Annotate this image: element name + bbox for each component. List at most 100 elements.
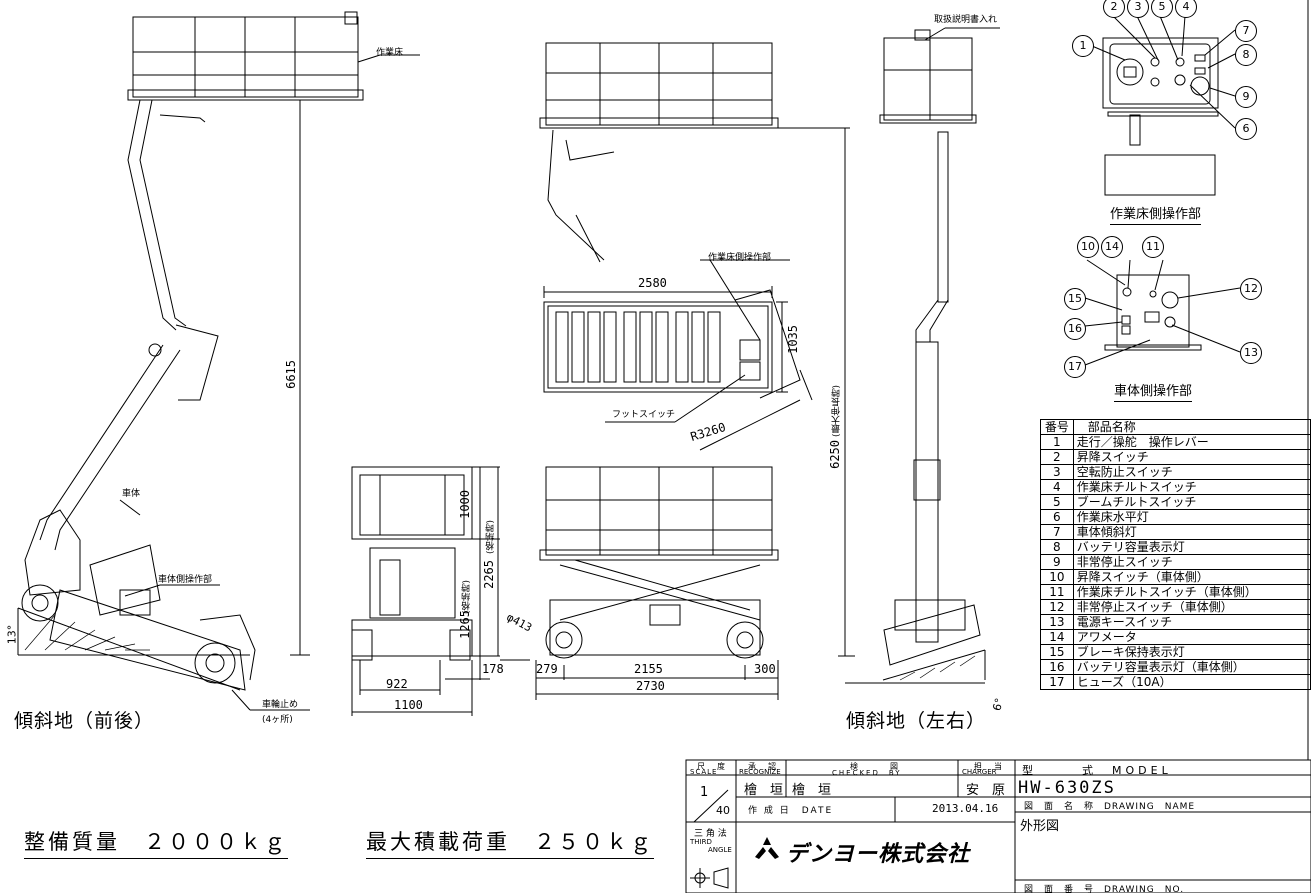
part-name: バッテリ容量表示灯（車体側） (1072, 659, 1311, 675)
drawing-name-value: 外形図 (1020, 819, 1060, 834)
dim-1265: 1265 (458, 610, 472, 639)
recognize-label-en: RECOGNIZE (739, 768, 781, 776)
part-no: 11 (1040, 584, 1074, 600)
part-no: 14 (1040, 629, 1074, 645)
date-value: 2013.04.16 (932, 802, 999, 815)
side-slope-label: 傾斜地（左右） (846, 710, 987, 732)
dim-1265-note: (格納時) (462, 580, 472, 615)
callout-16: 16 (1064, 318, 1086, 340)
front-view-platform (127, 11, 364, 101)
dim-2265-note: (格納時) (486, 520, 496, 555)
part-no: 7 (1040, 524, 1074, 540)
part-no: 15 (1040, 644, 1074, 660)
wheel-chock-qty: (4ヶ所) (262, 715, 293, 725)
parts-header-no: 番号 (1040, 419, 1074, 435)
projection-en2: ANGLE (708, 846, 732, 854)
recognize-name: 檜 垣 (744, 783, 784, 798)
chassis-panel-title: 車体側操作部 (1114, 380, 1193, 402)
drawing-name-label: 図 面 名 称 DRAWING NAME (1024, 802, 1196, 812)
charger-label: 担 当 (974, 762, 1004, 771)
part-name: 昇降スイッチ（車体側） (1072, 569, 1311, 585)
chassis-panel-drawing (1084, 259, 1241, 366)
callout-6: 6 (1235, 118, 1257, 140)
wheel-chock-label: 車輪止め (262, 700, 299, 710)
checked-label: 検 図 (850, 762, 900, 771)
part-name: アワメータ (1072, 629, 1311, 645)
plan-view (543, 259, 813, 451)
callout-8: 8 (1235, 44, 1257, 66)
company-name: デンヨー株式会社 (786, 842, 971, 867)
part-name: 非常停止スイッチ (1072, 554, 1311, 570)
part-no: 2 (1040, 449, 1074, 465)
right-view-slope-hatch (899, 655, 976, 681)
part-no: 4 (1040, 479, 1074, 495)
chassis-label: 車体 (122, 489, 141, 499)
part-no: 5 (1040, 494, 1074, 510)
company-logo-icon (752, 835, 782, 861)
part-no: 1 (1040, 434, 1074, 450)
drawing-no-label: 図 面 番 号 DRAWING NO. (1024, 885, 1185, 895)
front-slope-label: 傾斜地（前後） (14, 710, 155, 732)
dim-6250: 6250 (828, 440, 842, 469)
dim-300: 300 (754, 662, 776, 676)
mid-view-platform (539, 42, 779, 263)
callout-17: 17 (1064, 356, 1086, 378)
dim-922: 922 (386, 677, 408, 691)
parts-table-header: 番号 部品名称 (1040, 419, 1311, 435)
callout-5: 5 (1151, 0, 1173, 18)
checked-name: 檜 垣 (792, 783, 832, 798)
chassis-ctrl-label-left: 車体側操作部 (158, 575, 213, 585)
third-angle-symbol (690, 860, 730, 890)
scale-label-en: SCALE (690, 768, 718, 776)
manual-holder-label: 取扱説明書入れ (934, 15, 998, 25)
part-name: ブームチルトスイッチ (1072, 494, 1311, 510)
part-no: 3 (1040, 464, 1074, 480)
model-value: HW-630ZS (1018, 778, 1116, 798)
projection-en1: THIRD (690, 838, 712, 846)
dim-2580: 2580 (638, 276, 667, 290)
front-view-boom (39, 99, 219, 551)
callout-2: 2 (1103, 0, 1125, 18)
scale-label: 尺 度 (697, 762, 727, 771)
part-no: 16 (1040, 659, 1074, 675)
platform-panel-title: 作業床側操作部 (1110, 203, 1202, 225)
part-no: 12 (1040, 599, 1074, 615)
title-block-frame (685, 759, 1311, 893)
part-name: 昇降スイッチ (1072, 449, 1311, 465)
rear-view (351, 466, 500, 716)
front-view-slope-hatch (24, 614, 150, 651)
platform-label: 作業床 (376, 48, 404, 58)
part-name: 非常停止スイッチ（車体側） (1072, 599, 1311, 615)
part-name: 作業床水平灯 (1072, 509, 1311, 525)
part-no: 8 (1040, 539, 1074, 555)
scale-den: 40 (716, 804, 730, 817)
model-label: 型 式 MODEL (1022, 764, 1172, 777)
dim-6615: 6615 (284, 360, 298, 389)
dim-2265: 2265 (482, 560, 496, 589)
spec-weight: 整備質量 ２０００ｋｇ (24, 826, 288, 859)
dim-1035: 1035 (786, 325, 800, 354)
part-name: バッテリ容量表示灯 (1072, 539, 1311, 555)
projection-label: 三 角 法 (694, 829, 727, 839)
part-name: 電源キースイッチ (1072, 614, 1311, 630)
part-name: 空転防止スイッチ (1072, 464, 1311, 480)
spec-max-load: 最大積載荷重 ２５０ｋｇ (366, 826, 654, 859)
callout-7: 7 (1235, 20, 1257, 42)
dim-2155: 2155 (634, 662, 663, 676)
parts-header-name: 部品名称 (1072, 419, 1311, 435)
part-no: 17 (1040, 674, 1074, 690)
callout-10: 10 (1077, 236, 1099, 258)
